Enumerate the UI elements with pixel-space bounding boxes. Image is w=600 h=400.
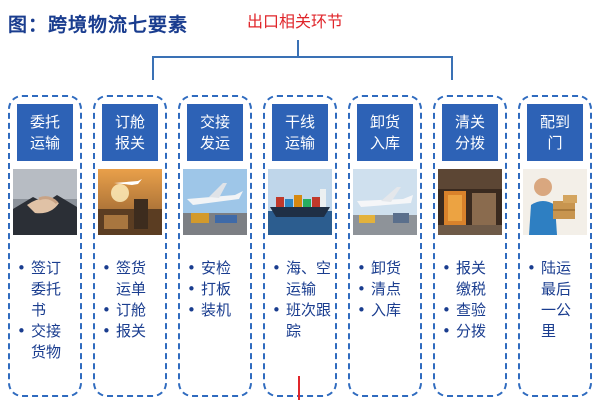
list-item: •装机	[187, 301, 232, 319]
stage-2-items: •签货 运单 •订舱 •报关	[101, 258, 163, 342]
stage-7-header: 配到 门	[527, 104, 583, 161]
list-item: •交接 货物	[17, 322, 62, 361]
list-item: •签订 委托 书	[17, 259, 62, 319]
stage-5-header: 卸货 入库	[357, 104, 413, 161]
stage-1-items: •签订 委托 书 •交接 货物	[16, 258, 78, 363]
list-item: •安检	[187, 259, 232, 277]
list-item: •分拨	[442, 322, 487, 340]
export-stages-label: 出口相关环节	[247, 12, 344, 31]
list-item: •班次跟 踪	[272, 301, 332, 340]
export-stages-bracket	[152, 56, 453, 80]
stage-1-header: 委托 运输	[17, 104, 73, 161]
airport-loading-photo	[183, 169, 247, 235]
stage-3-header: 交接 发运	[187, 104, 243, 161]
diagram-title: 图：跨境物流七要素	[8, 14, 189, 36]
stage-6-items: •报关 缴税 •查验 •分拨	[441, 258, 503, 342]
stage-3-items: •安检 •打板 •装机	[186, 258, 248, 321]
list-item: •报关 缴税	[442, 259, 487, 298]
list-item: •清点	[357, 280, 402, 298]
stage-card-2: 订舱 报关 •签货 运单 •订舱 •报关	[93, 95, 167, 397]
list-item: •卸货	[357, 259, 402, 277]
stage-card-7: 配到 门 •陆运 最后 一公 里	[518, 95, 592, 397]
stage-2-header: 订舱 报关	[102, 104, 158, 161]
list-item: •查验	[442, 301, 487, 319]
stage-4-header: 干线 运输	[272, 104, 328, 161]
list-item: •入库	[357, 301, 402, 319]
container-ship-photo	[268, 169, 332, 235]
stage-6-header: 清关 分拨	[442, 104, 498, 161]
list-item: •签货 运单	[102, 259, 147, 298]
stage-7-items: •陆运 最后 一公 里	[526, 258, 588, 342]
stage-5-items: •卸货 •清点 •入库	[356, 258, 418, 321]
stage-card-1: 委托 运输 •签订 委托 书 •交接 货物	[8, 95, 82, 397]
delivery-courier-photo	[523, 169, 587, 235]
warehouse-photo	[438, 169, 502, 235]
stage-card-4: 干线 运输 •海、空 运输 •班次跟 踪	[263, 95, 337, 397]
cargo-plane-photo	[98, 169, 162, 235]
handshake-photo	[13, 169, 77, 235]
list-item: •打板	[187, 280, 232, 298]
plane-unloading-photo	[353, 169, 417, 235]
bracket-center-tick	[297, 40, 299, 56]
list-item: •陆运 最后 一公 里	[527, 259, 572, 340]
stage-card-6: 清关 分拨 •报关 缴税 •查验 •分拨	[433, 95, 507, 397]
stage-card-5: 卸货 入库 •卸货 •清点 •入库	[348, 95, 422, 397]
red-marker-line	[298, 376, 300, 400]
list-item: •海、空 运输	[272, 259, 332, 298]
list-item: •订舱	[102, 301, 147, 319]
list-item: •报关	[102, 322, 147, 340]
stage-card-3: 交接 发运 •安检 •打板 •装机	[178, 95, 252, 397]
stage-4-items: •海、空 运输 •班次跟 踪	[271, 258, 333, 342]
